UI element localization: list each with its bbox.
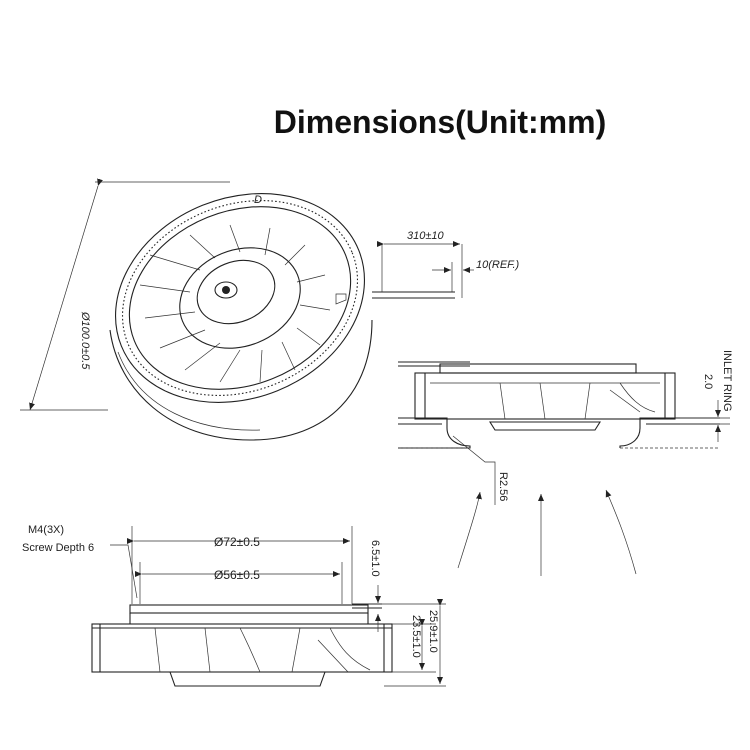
strip-length-label: 10(REF.): [476, 259, 520, 271]
screw-spec-label: M4(3X): [28, 524, 64, 536]
height-body-label: 23.5±1.0: [410, 615, 422, 658]
page-title: Dimensions(Unit:mm): [273, 104, 607, 140]
diameter-72-label: Ø72±0.5: [214, 535, 260, 549]
outer-diameter-dimension: Ø100.0±0.5: [20, 178, 230, 411]
cable-length-dimension: 310±10 10(REF.): [377, 230, 520, 298]
height-total-label: 25.9±1.0: [427, 610, 439, 653]
radius-label: R2.56: [497, 472, 509, 501]
screw-depth-label: Screw Depth 6: [22, 542, 94, 554]
inlet-ring-label: INLET RING: [721, 350, 733, 412]
isometric-fan-view: D: [109, 193, 455, 441]
diameter-56-label: Ø56±0.5: [214, 568, 260, 582]
bottom-side-view: M4(3X) Screw Depth 6 Ø72±0.5 Ø56±0.5 6.5…: [22, 524, 446, 687]
height-hub-label: 6.5±1.0: [369, 540, 381, 577]
frame-mark: D: [254, 194, 262, 206]
side-mounting-view: INLET RING 2.0 R2.56: [398, 350, 733, 576]
cable-length-label: 310±10: [407, 230, 445, 242]
inlet-ring-value: 2.0: [702, 374, 714, 389]
outer-diameter-label: Ø100.0±0.5: [79, 311, 91, 370]
